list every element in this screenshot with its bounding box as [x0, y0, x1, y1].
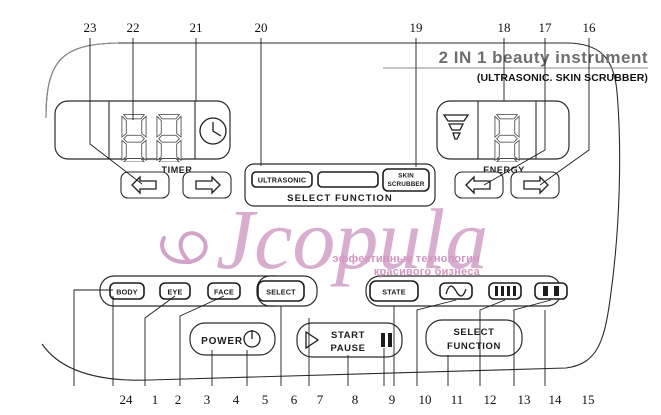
level-bars-icon — [442, 114, 470, 140]
power-button-label: POWER — [201, 336, 243, 347]
select-function-button[interactable]: SELECT FUNCTION — [425, 319, 523, 357]
select-function-item-skin-scrubber[interactable]: SKIN SCRUBBER — [382, 168, 430, 192]
indicator-select-label: SELECT — [266, 287, 296, 296]
callout-bottom-8: 8 — [352, 392, 359, 407]
leader-lines-bottom — [73, 289, 552, 386]
energy-increase-button[interactable] — [510, 171, 560, 199]
indicator-body-label: BODY — [116, 287, 138, 296]
indicator-state[interactable]: STATE — [369, 280, 419, 302]
callout-bottom-2: 2 — [175, 392, 182, 407]
callout-bottom-11: 11 — [451, 392, 464, 407]
callout-bottom-7: 7 — [317, 392, 324, 407]
panel-title: 2 IN 1 beauty instrument — [439, 48, 648, 67]
watermark-tagline-line2: красивого бизнеса — [374, 266, 481, 278]
play-icon — [305, 330, 320, 350]
indicator-state-label: STATE — [382, 287, 406, 296]
callout-bottom-3: 3 — [204, 392, 211, 407]
panel-outline — [41, 42, 621, 381]
watermark-flourish — [160, 231, 208, 265]
indicator-face-label: FACE — [214, 287, 234, 296]
indicator-pulse-train[interactable] — [488, 282, 522, 300]
arrow-left-icon — [131, 175, 157, 195]
callout-top-5: 18 — [498, 20, 511, 35]
watermark-script: Jcopula — [216, 191, 488, 287]
watermark: Jcopula эффективные технологии красивого… — [160, 191, 488, 287]
pulse-train-icon — [495, 286, 516, 296]
sine-wave-icon — [445, 285, 467, 297]
callout-numbers-bottom: 24 1 2 3 4 5 6 7 8 9 10 11 12 13 14 15 — [120, 392, 595, 407]
indicator-eye[interactable]: EYE — [159, 282, 191, 300]
indicator-square-wave[interactable] — [534, 282, 568, 300]
callout-top-7: 16 — [583, 20, 597, 35]
energy-group-label: ENERGY — [483, 165, 525, 175]
select-function-button-label-line1: SELECT — [453, 327, 494, 338]
power-icon — [243, 330, 261, 348]
callout-top-4: 19 — [410, 20, 423, 35]
watermark-tagline-line1: эффективные технологии — [332, 253, 480, 265]
callout-top-1: 22 — [127, 20, 140, 35]
leader-lines-top — [89, 38, 590, 186]
square-wave-icon — [543, 286, 559, 296]
callout-bottom-0: 24 — [120, 392, 134, 407]
timer-increase-button[interactable] — [182, 171, 232, 199]
select-function-bar: ULTRASONIC SKIN SCRUBBER SELECT FUNCTION — [244, 163, 436, 207]
indicator-face[interactable]: FACE — [207, 282, 241, 300]
start-pause-button-label-line1: START — [331, 330, 365, 341]
select-function-item-ultrasonic-label: ULTRASONIC — [258, 176, 307, 185]
callout-bottom-15: 15 — [582, 392, 595, 407]
callout-bottom-10: 10 — [419, 392, 432, 407]
arrow-right-icon — [523, 175, 549, 195]
callout-top-2: 21 — [190, 20, 203, 35]
panel-subtitle: (ULTRASONIC. SKIN SCRUBBER) — [477, 72, 648, 84]
arrow-left-icon — [465, 175, 491, 195]
start-pause-button[interactable]: START PAUSE — [296, 322, 403, 358]
indicator-select[interactable]: SELECT — [257, 280, 305, 302]
select-function-item-ultrasonic[interactable]: ULTRASONIC — [251, 171, 313, 188]
callout-bottom-1: 1 — [152, 392, 159, 407]
callout-bottom-5: 5 — [262, 392, 269, 407]
select-function-item-blank[interactable] — [317, 171, 379, 188]
callout-bottom-6: 6 — [291, 392, 298, 407]
callout-bottom-9: 9 — [389, 392, 396, 407]
select-function-item-skin-scrubber-label-line1: SKIN — [398, 173, 414, 180]
callout-bottom-14: 14 — [549, 392, 563, 407]
callout-bottom-4: 4 — [233, 392, 240, 407]
select-function-bar-label: SELECT FUNCTION — [287, 193, 393, 204]
callout-top-0: 23 — [84, 20, 97, 35]
callout-top-3: 20 — [255, 20, 268, 35]
timer-display — [54, 100, 231, 162]
indicator-body[interactable]: BODY — [109, 282, 145, 300]
power-button[interactable]: POWER — [189, 322, 276, 356]
arrow-right-icon — [195, 175, 221, 195]
pause-icon — [381, 333, 392, 347]
timer-decrease-button[interactable] — [120, 171, 170, 199]
clock-icon — [199, 117, 227, 145]
select-function-button-label-line2: FUNCTION — [447, 341, 501, 352]
start-pause-button-label-line2: PAUSE — [330, 343, 365, 354]
callout-top-6: 17 — [539, 20, 553, 35]
indicator-row: BODY EYE FACE SELECT STATE — [99, 275, 568, 307]
energy-decrease-button[interactable] — [454, 171, 504, 199]
indicator-sine-wave[interactable] — [439, 282, 473, 300]
callout-bottom-13: 13 — [518, 392, 531, 407]
callout-numbers-top: 23 22 21 20 19 18 17 16 — [84, 20, 597, 35]
energy-display — [436, 100, 570, 162]
callout-bottom-12: 12 — [484, 392, 497, 407]
indicator-eye-label: EYE — [168, 287, 183, 296]
timer-group-label: TIMER — [162, 165, 193, 175]
select-function-item-skin-scrubber-label-line2: SCRUBBER — [387, 181, 424, 188]
